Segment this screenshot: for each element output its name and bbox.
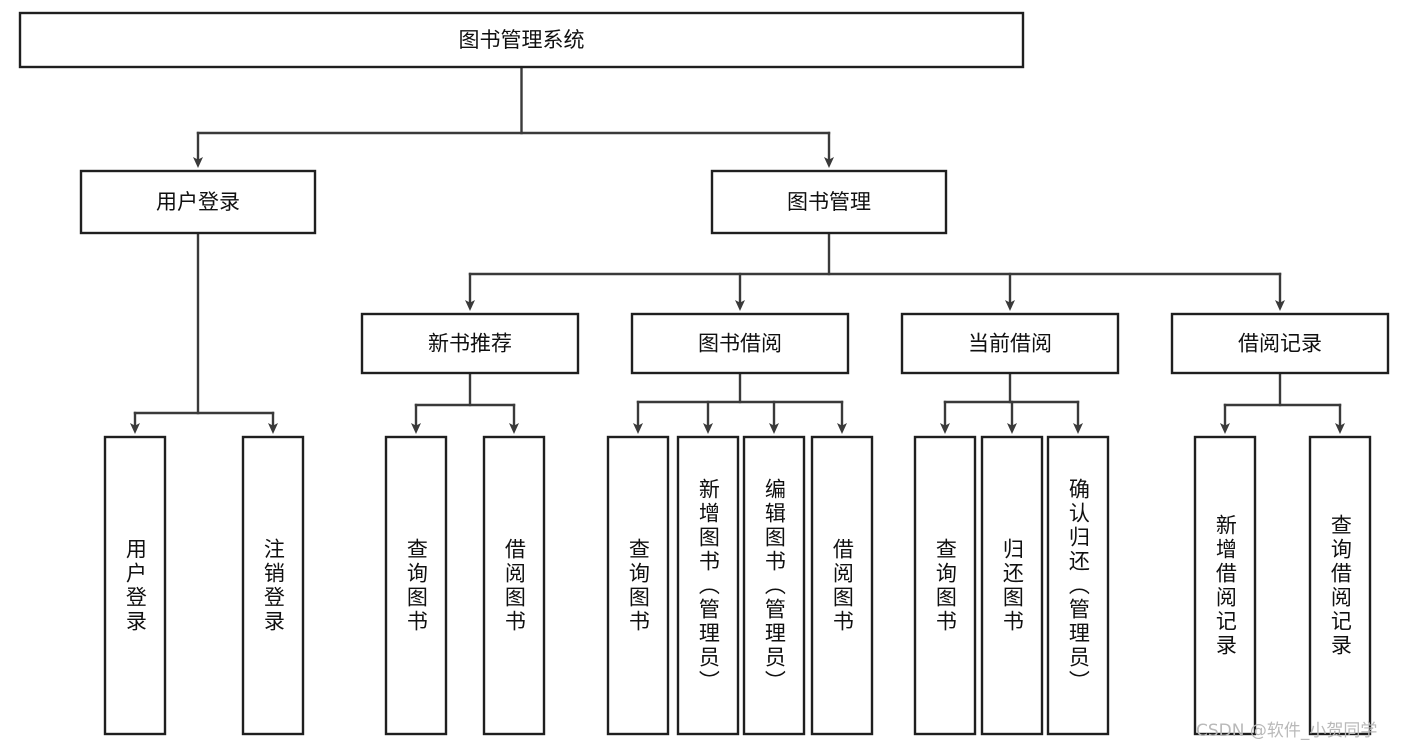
leaf-label-text: 注销登录	[261, 537, 286, 634]
leaf-node-box-9[interactable]	[980, 435, 1044, 736]
level2-node-label-0: 用户登录	[156, 190, 240, 214]
leaf-node-12: 查询借阅记录	[1310, 437, 1370, 734]
leaf-label-text: 新增借阅记录	[1213, 513, 1238, 658]
leaf-node-9: 归还图书	[982, 437, 1042, 734]
level3-node-box-2[interactable]	[900, 312, 1120, 375]
leaf-node-4: 查询图书	[608, 437, 668, 734]
level3-node-box-3[interactable]	[1170, 312, 1390, 375]
leaf-label-text: 借阅图书	[502, 537, 527, 634]
leaf-node-box-4[interactable]	[606, 435, 670, 736]
leaf-node-box-8[interactable]	[913, 435, 977, 736]
leaf-label-text: 借阅图书	[830, 537, 855, 634]
leaf-node-8: 查询图书	[915, 437, 975, 734]
level2-node-box-0[interactable]	[79, 169, 317, 235]
level3-node-label-1: 图书借阅	[698, 332, 782, 356]
leaf-label-text: 查询图书	[626, 537, 651, 634]
leaf-node-0: 用户登录	[105, 437, 165, 734]
connector-lines	[130, 65, 1345, 434]
leaf-node-box-10[interactable]	[1046, 435, 1110, 736]
leaf-node-box-0[interactable]	[103, 435, 167, 736]
level2-node-box-1[interactable]	[710, 169, 948, 235]
leaf-node-box-1[interactable]	[241, 435, 305, 736]
leaf-node-box-6[interactable]	[742, 435, 806, 736]
level2-node-label-1: 图书管理	[787, 190, 871, 214]
leaf-node-10: 确认归还（管理员）	[1048, 437, 1108, 734]
leaf-node-3: 借阅图书	[484, 437, 544, 734]
leaf-node-11: 新增借阅记录	[1195, 437, 1255, 734]
leaf-node-box-7[interactable]	[810, 435, 874, 736]
leaf-label-text: 查询图书	[404, 537, 429, 634]
leaf-node-box-3[interactable]	[482, 435, 546, 736]
level3-node-label-3: 借阅记录	[1238, 332, 1322, 356]
leaf-node-box-11[interactable]	[1193, 435, 1257, 736]
level3-node-label-0: 新书推荐	[428, 332, 512, 356]
root-node-box[interactable]	[18, 11, 1025, 69]
leaf-label-text: 归还图书	[1000, 537, 1025, 634]
leaf-label-text: 新增图书（管理员）	[696, 477, 721, 694]
leaf-node-2: 查询图书	[386, 437, 446, 734]
level3-node-label-2: 当前借阅	[968, 332, 1052, 356]
node-boxes	[18, 11, 1390, 736]
root-node-label: 图书管理系统	[459, 28, 585, 52]
leaf-label-text: 查询图书	[933, 537, 958, 634]
leaf-node-1: 注销登录	[243, 437, 303, 734]
level3-node-box-1[interactable]	[630, 312, 850, 375]
leaf-node-7: 借阅图书	[812, 437, 872, 734]
level3-node-box-0[interactable]	[360, 312, 580, 375]
leaf-node-box-5[interactable]	[676, 435, 740, 736]
leaf-node-5: 新增图书（管理员）	[678, 437, 738, 734]
leaf-label-text: 编辑图书（管理员）	[762, 477, 787, 694]
leaf-label-text: 用户登录	[123, 537, 148, 634]
leaf-label-text: 确认归还（管理员）	[1066, 477, 1091, 694]
leaf-node-box-2[interactable]	[384, 435, 448, 736]
leaf-label-text: 查询借阅记录	[1328, 513, 1353, 658]
leaf-node-box-12[interactable]	[1308, 435, 1372, 736]
leaf-node-6: 编辑图书（管理员）	[744, 437, 804, 734]
watermark-text: CSDN @软件_小贺同学	[1196, 721, 1378, 741]
